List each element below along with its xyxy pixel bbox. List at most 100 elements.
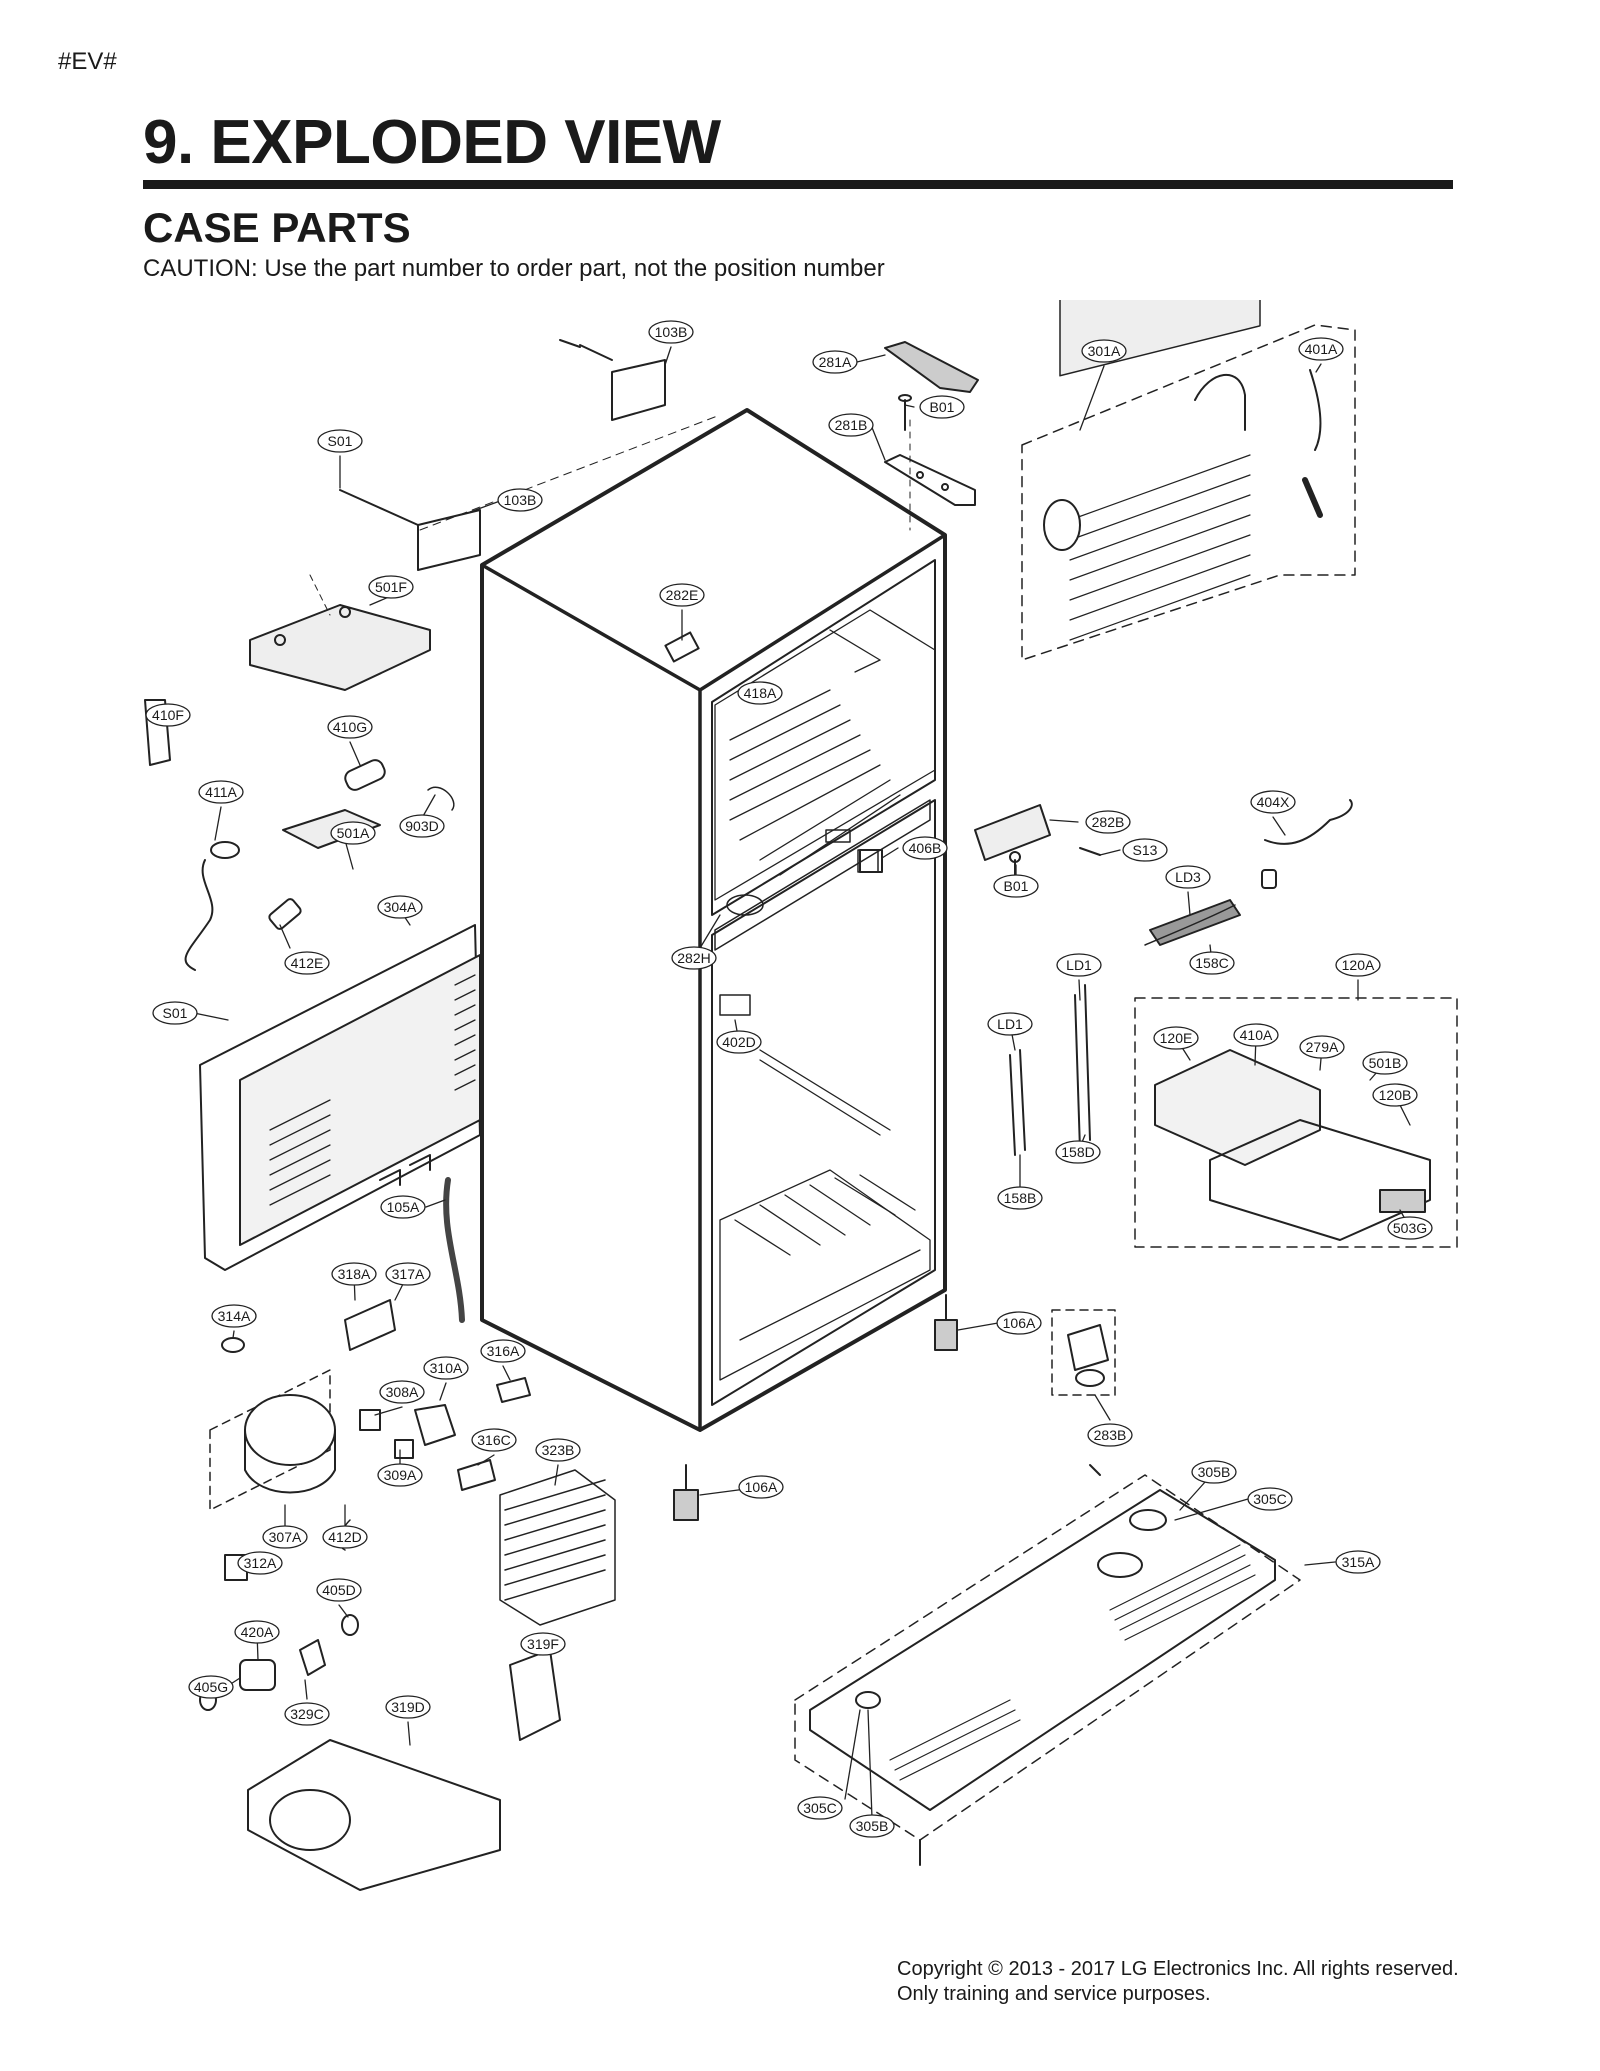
middle-hinge-parts [859,804,1101,881]
callout-oval [1191,1460,1237,1484]
callout-label: 402D [722,1034,755,1050]
callout-label: 305B [1198,1464,1231,1480]
callout-282e: 282E [659,583,705,607]
callout-405g: 405G [188,1675,234,1699]
callout-s01: S01 [317,429,363,453]
callout-308a: 308A [379,1380,425,1404]
callout-label: 281A [819,354,852,370]
callout-label: 310A [430,1360,463,1376]
callout-b01: B01 [919,395,965,419]
callout-label: LD3 [1175,869,1201,885]
callout-label: 305C [1253,1491,1286,1507]
callout-label: 106A [745,1479,778,1495]
callout-oval [152,1001,198,1025]
callout-281b: 281B [828,413,874,437]
callout-oval [368,575,414,599]
callout-158d: 158D [1055,1140,1101,1164]
callout-label: S01 [163,1005,188,1021]
callout-oval [1298,337,1344,361]
callout-oval [380,1195,426,1219]
callout-label: 304A [384,899,417,915]
callout-411a: 411A [198,780,244,804]
callout-402d: 402D [716,1030,762,1054]
callout-oval [1189,951,1235,975]
cabinet-body [480,408,947,1432]
callout-oval [671,946,717,970]
callout-307a: 307A [262,1525,308,1549]
callout-label: 314A [218,1308,251,1324]
callout-oval [317,429,363,453]
callout-label: 120E [1160,1030,1193,1046]
callout-label: 158B [1004,1190,1037,1206]
callout-oval [399,814,445,838]
callout-oval [234,1620,280,1644]
callout-oval [377,1463,423,1487]
callout-oval [480,1339,526,1363]
callout-oval [535,1438,581,1462]
callout-oval [188,1675,234,1699]
callout-ld1: LD1 [1056,953,1102,977]
callout-315a: 315A [1335,1550,1381,1574]
callout-305b: 305B [849,1814,895,1838]
callout-label: 319D [391,1699,424,1715]
callout-oval [996,1311,1042,1335]
callout-label: 319F [527,1636,559,1652]
callout-label: 420A [241,1624,274,1640]
page-title: 9. EXPLODED VIEW [143,108,721,177]
callout-oval [385,1262,431,1286]
callout-501a: 501A [330,821,376,845]
callout-label: 305B [856,1818,889,1834]
section-title: CASE PARTS [143,204,411,251]
callout-410f: 410F [145,703,191,727]
callout-oval [849,1814,895,1838]
callout-oval [385,1695,431,1719]
callout-412e: 412E [284,951,330,975]
page-tag: #EV# [58,48,117,75]
callout-305b: 305B [1191,1460,1237,1484]
callout-oval [1165,865,1211,889]
callout-label: 323B [542,1442,575,1458]
callout-label: 405G [194,1679,228,1695]
callout-oval [987,1012,1033,1036]
callout-oval [716,1030,762,1054]
callout-label: 501B [1369,1055,1402,1071]
callout-279a: 279A [1299,1035,1345,1059]
callout-oval [1085,810,1131,834]
callout-420a: 420A [234,1620,280,1644]
callout-label: 301A [1088,343,1121,359]
callout-label: 503G [1393,1220,1427,1236]
callout-158b: 158B [997,1186,1043,1210]
callout-label: S13 [1133,842,1158,858]
callout-120a: 120A [1335,953,1381,977]
callout-oval [316,1578,362,1602]
callout-oval [471,1428,517,1452]
callout-s13: S13 [1122,838,1168,862]
callout-410g: 410G [327,715,373,739]
callout-label: 410G [333,719,367,735]
callout-503g: 503G [1387,1216,1433,1240]
callout-label: 106A [1003,1315,1036,1331]
callout-label: 410F [152,707,184,723]
callout-oval [1055,1140,1101,1164]
callout-oval [993,874,1039,898]
callout-label: 282E [666,587,699,603]
callout-401a: 401A [1298,337,1344,361]
callout-oval [737,681,783,705]
callout-319d: 319D [385,1695,431,1719]
exploded-view-diagram: 103B 103B S01 281A B01 281B 301A 401A 501F 282E 41… [144,300,1458,1891]
callout-oval [812,350,858,374]
condenser-323b [499,1469,616,1626]
callout-oval [1081,339,1127,363]
callout-oval [330,821,376,845]
callout-label: 307A [269,1529,302,1545]
callout-label: 317A [392,1266,425,1282]
callout-label: B01 [1004,878,1029,894]
callout-404x: 404X [1250,790,1296,814]
callout-501f: 501F [368,575,414,599]
callout-318a: 318A [331,1262,377,1286]
callout-oval [1362,1051,1408,1075]
callout-label: 412E [291,955,324,971]
callout-103b: 103B [497,488,543,512]
back-cover-304a [199,924,481,1271]
callout-103b: 103B [648,320,694,344]
